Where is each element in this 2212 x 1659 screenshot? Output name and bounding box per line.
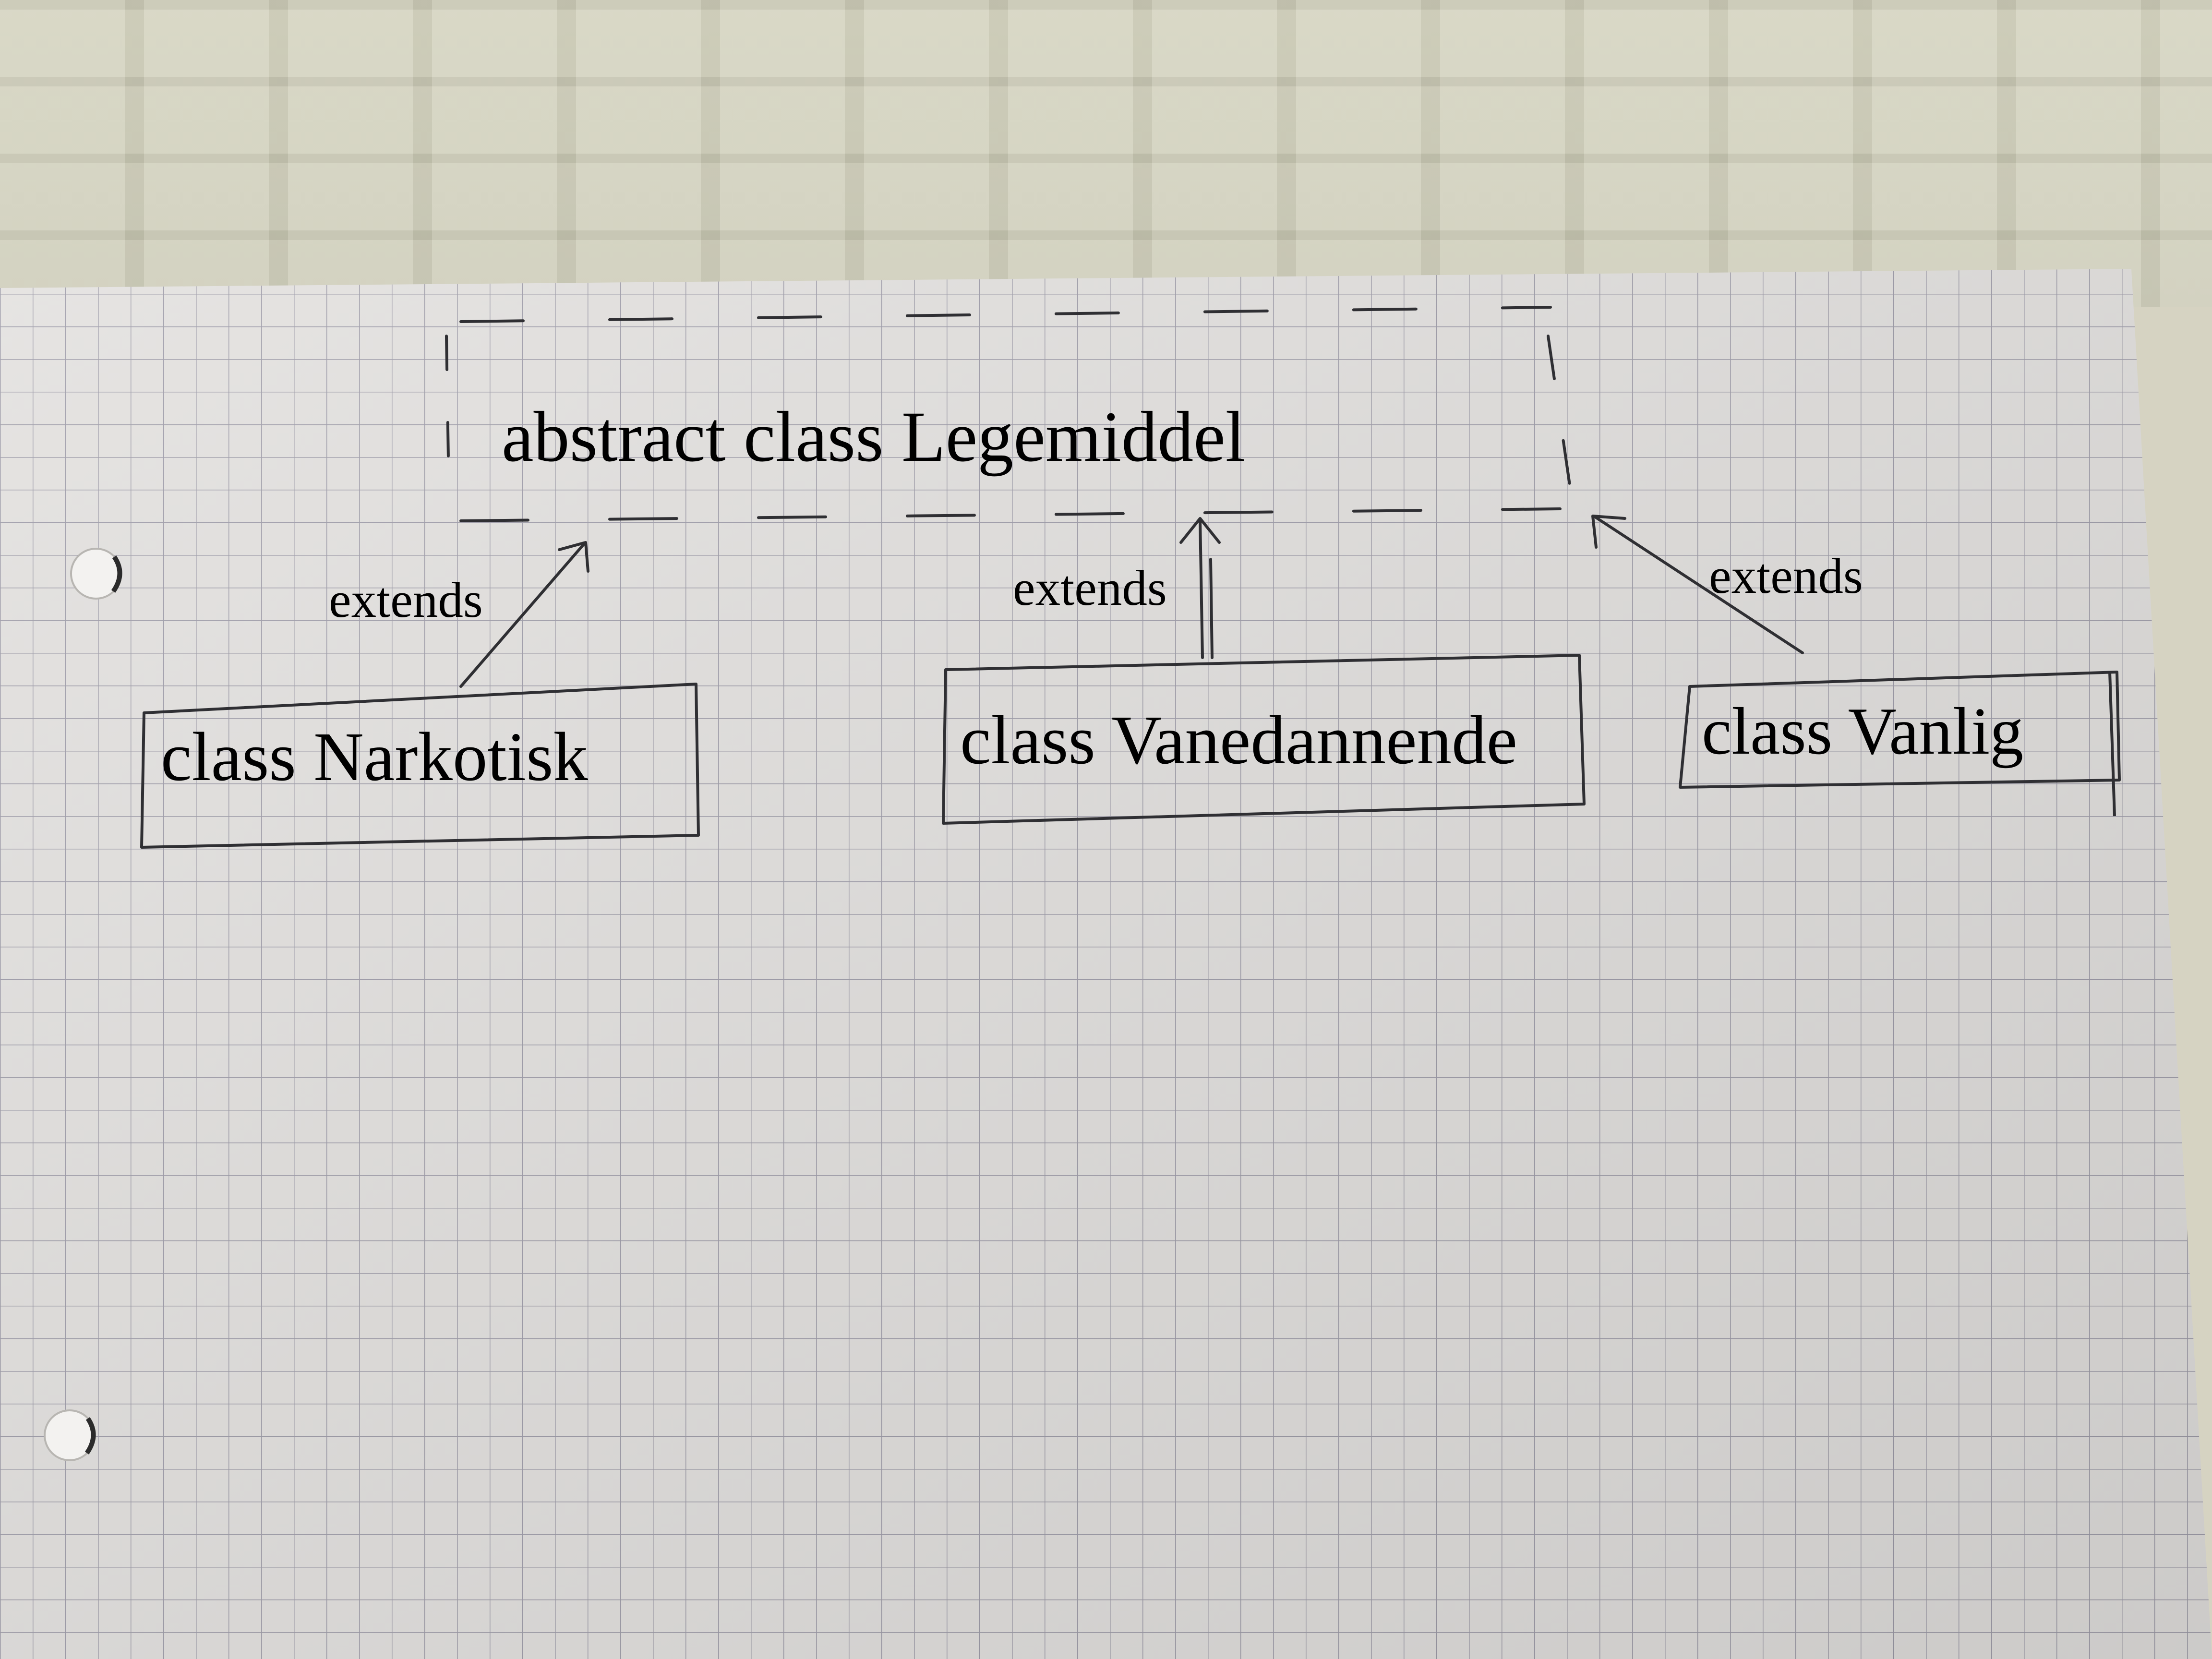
extends-arrow-vanedannende [1179, 517, 1221, 659]
subclass-label-vanlig: class Vanlig [1702, 694, 2023, 769]
punch-hole-icon [44, 1409, 96, 1461]
extends-arrow-vanlig [1591, 515, 1804, 654]
subclass-label-narkotisk: class Narkotisk [161, 719, 588, 795]
subclass-box-vanedannende: class Vanedannende [942, 654, 1586, 825]
extends-label-narkotisk: extends [329, 572, 483, 628]
paper-shading [0, 269, 2212, 1659]
subclass-box-narkotisk: class Narkotisk [140, 683, 700, 849]
extends-arrow-narkotisk [459, 541, 589, 688]
superclass-box [445, 306, 1571, 522]
extends-label-vanedannende: extends [1013, 560, 1167, 616]
punch-hole-icon [70, 548, 122, 600]
subclass-box-vanlig: class Vanlig [1679, 671, 2121, 817]
tablecloth-background [0, 0, 2212, 307]
superclass-label: abstract class Legemiddel [502, 397, 1245, 477]
subclass-label-vanedannende: class Vanedannende [960, 702, 1517, 779]
extends-label-vanlig: extends [1709, 548, 1863, 604]
